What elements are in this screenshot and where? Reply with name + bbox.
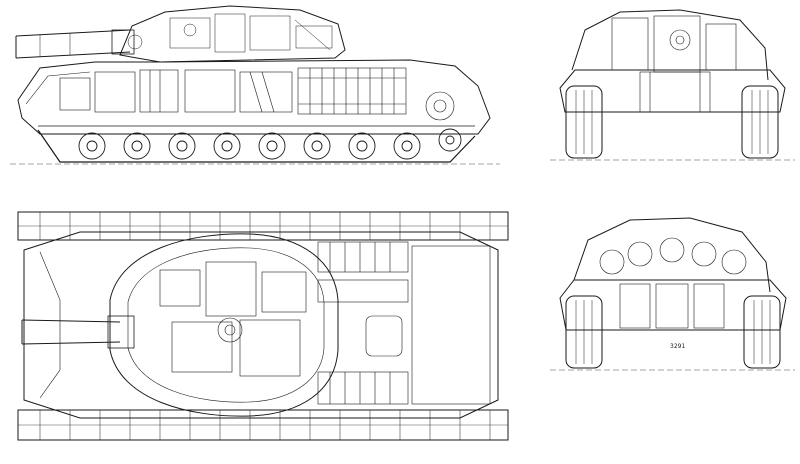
turret — [119, 5, 346, 63]
rear-right-track — [743, 295, 781, 369]
rear-left-track — [565, 295, 603, 369]
hull — [17, 59, 491, 135]
rear-turret — [573, 217, 771, 293]
rear-internals — [599, 237, 747, 329]
road-wheels — [78, 128, 462, 160]
gun-barrel — [15, 29, 135, 59]
top-hull — [23, 231, 499, 419]
side-view — [10, 5, 500, 165]
top-view — [17, 211, 509, 441]
rear-view: 3291 — [550, 217, 795, 371]
rear-code-label: 3291 — [670, 343, 685, 350]
top-upper-track — [17, 211, 509, 241]
front-hull — [559, 69, 786, 113]
front-turret — [571, 9, 769, 81]
engine-deck — [317, 241, 491, 405]
track-links — [39, 212, 491, 440]
top-lower-track — [17, 409, 509, 441]
top-turret-internals — [159, 261, 307, 377]
top-gun-barrel — [21, 315, 135, 349]
front-view — [550, 9, 795, 161]
top-turret — [109, 233, 339, 417]
hull-internals — [59, 69, 455, 121]
front-right-track — [741, 85, 779, 159]
turret-internals — [127, 13, 333, 53]
front-left-track — [565, 85, 603, 159]
front-internals — [611, 15, 737, 113]
track — [37, 129, 476, 163]
engine-block — [297, 67, 407, 115]
